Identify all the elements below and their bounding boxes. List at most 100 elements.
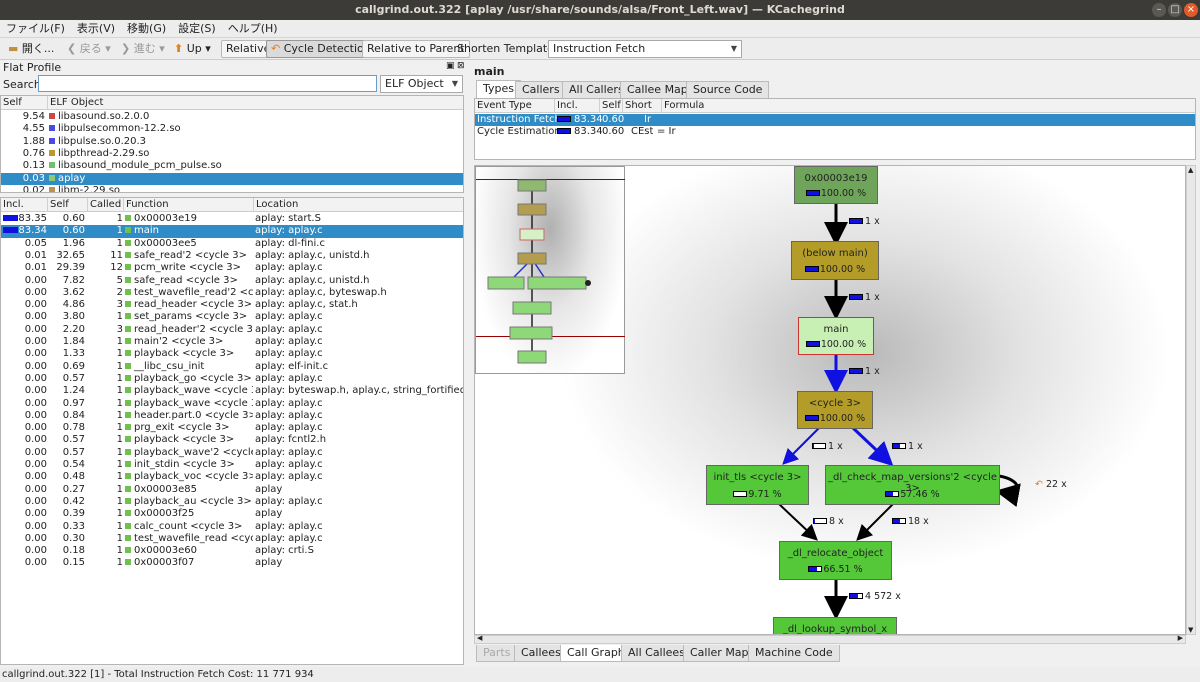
column-header-function[interactable]: Function bbox=[123, 198, 253, 212]
column-header-elf-object[interactable]: ELF Object bbox=[47, 96, 103, 110]
tab-parts[interactable]: Parts bbox=[476, 645, 518, 662]
vertical-scrollbar[interactable]: ▲ ▼ bbox=[1186, 165, 1196, 635]
column-header-location[interactable]: Location bbox=[253, 198, 298, 212]
menu-settings[interactable]: 設定(S) bbox=[178, 22, 216, 35]
column-header-short[interactable]: Short bbox=[622, 99, 652, 113]
search-input[interactable] bbox=[38, 75, 377, 92]
menu-go[interactable]: 移動(G) bbox=[127, 22, 167, 35]
relative-to-parent-toggle[interactable]: Relative to Parent bbox=[362, 40, 470, 58]
function-list[interactable]: Incl. Self Called Function Location 83.3… bbox=[0, 197, 464, 665]
column-header-event-type[interactable]: Event Type bbox=[477, 100, 532, 111]
tab-types[interactable]: Types bbox=[476, 80, 521, 98]
scroll-down-icon[interactable]: ▼ bbox=[1188, 626, 1194, 634]
forward-button[interactable]: ❯ 進む ▾ bbox=[121, 42, 165, 55]
tab-call-graph[interactable]: Call Graph bbox=[560, 645, 632, 662]
column-header-self[interactable]: Self bbox=[599, 99, 621, 113]
column-header-formula[interactable]: Formula bbox=[661, 99, 704, 113]
cycle-detection-toggle[interactable]: ↶ Cycle Detection bbox=[266, 40, 376, 58]
tab-all-callers[interactable]: All Callers bbox=[562, 81, 631, 98]
minimize-button[interactable]: – bbox=[1152, 3, 1166, 17]
horizontal-scrollbar[interactable]: ◀ ▶ bbox=[474, 634, 1186, 644]
relative-toggle[interactable]: Relative bbox=[221, 40, 276, 58]
tab-callees[interactable]: Callees bbox=[514, 645, 568, 662]
dock-close-icon[interactable]: ⊠ bbox=[457, 61, 465, 71]
up-button[interactable]: ⬆ Up ▾ bbox=[174, 42, 211, 55]
scroll-right-icon[interactable]: ▶ bbox=[1177, 634, 1183, 642]
maximize-button[interactable]: □ bbox=[1168, 3, 1182, 17]
dock-float-icon[interactable]: ▣ bbox=[446, 61, 455, 71]
graph-node-dl-check-map-versions[interactable]: _dl_check_map_versions'2 <cycle 3>57.46 … bbox=[825, 465, 1000, 505]
tab-callers[interactable]: Callers bbox=[515, 81, 567, 98]
tab-all-callees[interactable]: All Callees bbox=[621, 645, 692, 662]
graph-node-below-main[interactable]: (below main)100.00 % bbox=[791, 241, 879, 280]
open-button[interactable]: ▬ 開く... bbox=[8, 42, 55, 55]
graph-overview-panner[interactable] bbox=[475, 166, 625, 374]
menu-file[interactable]: ファイル(F) bbox=[6, 22, 65, 35]
tab-callee-map[interactable]: Callee Map bbox=[620, 81, 695, 98]
tab-source-code[interactable]: Source Code bbox=[686, 81, 770, 98]
column-header-incl[interactable]: Incl. bbox=[554, 99, 578, 113]
column-header-called[interactable]: Called bbox=[87, 198, 123, 212]
tab-machine-code[interactable]: Machine Code bbox=[748, 645, 840, 662]
graph-node-dl-lookup-symbol-x[interactable]: _dl_lookup_symbol_x bbox=[773, 617, 897, 634]
graph-node-cycle-3[interactable]: <cycle 3>100.00 % bbox=[797, 391, 873, 429]
menu-view[interactable]: 表示(V) bbox=[76, 22, 116, 35]
column-header-incl[interactable]: Incl. bbox=[3, 199, 24, 210]
shorten-templates-toggle[interactable]: Shorten Templates bbox=[457, 42, 560, 55]
menu-help[interactable]: ヘルプ(H) bbox=[227, 22, 278, 35]
event-type-select[interactable]: Instruction Fetch▼ bbox=[548, 40, 742, 58]
graph-node-init-tls[interactable]: init_tls <cycle 3>9.71 % bbox=[706, 465, 809, 505]
back-button[interactable]: ❮ 戻る ▾ bbox=[67, 42, 111, 55]
scroll-left-icon[interactable]: ◀ bbox=[477, 634, 483, 642]
event-type-list[interactable]: Event Type Incl. Self Short Formula Inst… bbox=[474, 98, 1196, 160]
tab-caller-map[interactable]: Caller Map bbox=[683, 645, 756, 662]
column-header-self[interactable]: Self bbox=[47, 198, 87, 212]
column-header-self[interactable]: Self bbox=[3, 97, 22, 108]
scroll-up-icon[interactable]: ▲ bbox=[1188, 166, 1194, 174]
group-type-select[interactable]: ELF Object▼ bbox=[380, 75, 463, 93]
close-button[interactable]: × bbox=[1184, 3, 1198, 17]
